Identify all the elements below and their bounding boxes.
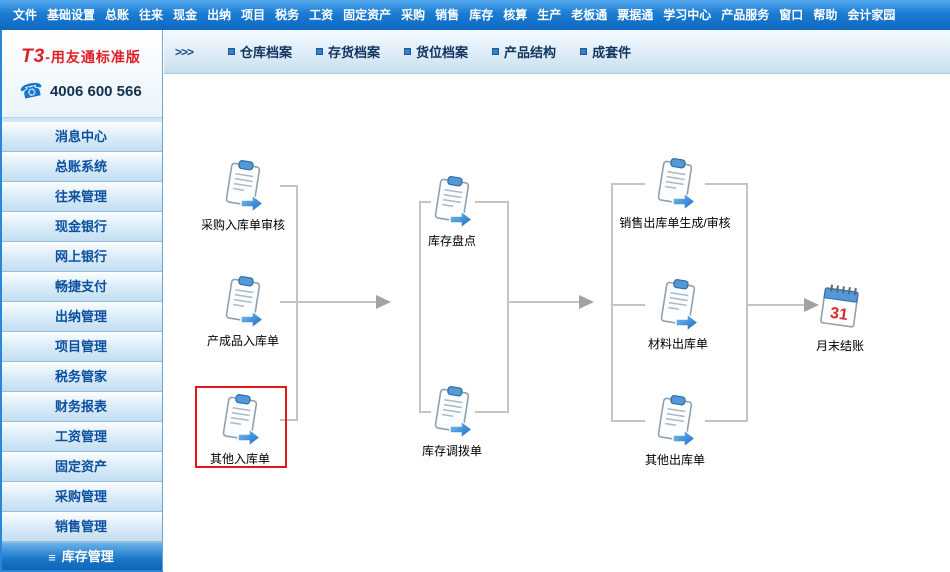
sidebar-item-online-banking[interactable]: 网上银行 <box>0 242 162 272</box>
toolbar-item-label: 成套件 <box>592 45 632 60</box>
menu-current-accounts[interactable]: 往来 <box>139 8 164 22</box>
phone-number: 4006 600 566 <box>49 83 142 100</box>
flow-node-month-end-closing[interactable]: 31 月末结账 <box>780 279 900 354</box>
flow-node-finished-goods-receipt[interactable]: 产成品入库单 <box>183 274 303 349</box>
flow-node-label: 销售出库单生成/审核 <box>619 216 731 230</box>
sidebar-item-fixed-assets[interactable]: 固定资产 <box>0 452 162 482</box>
clipboard-arrow-icon <box>424 174 480 230</box>
menu-payroll[interactable]: 工资 <box>309 8 334 22</box>
clipboard-arrow-icon <box>215 274 271 330</box>
flow-node-material-issue[interactable]: 材料出库单 <box>618 277 738 352</box>
flow-node-sales-delivery-audit[interactable]: 销售出库单生成/审核 <box>607 156 743 231</box>
clipboard-arrow-icon <box>212 392 268 448</box>
menu-product-service[interactable]: 产品服务 <box>721 8 770 22</box>
clipboard-arrow-icon <box>650 277 706 333</box>
flowchart-canvas: 采购入库单审核 产成品入库单 其他入库单 库存盘点 库存调拨单 销售出库单生成/… <box>163 74 950 572</box>
menubar: 文件 基础设置 总账 往来 现金 出纳 项目 税务 工资 固定资产 采购 销售 … <box>0 0 950 30</box>
clipboard-arrow-icon <box>215 158 271 214</box>
menu-tax[interactable]: 税务 <box>275 8 300 22</box>
menu-basic-settings[interactable]: 基础设置 <box>47 8 96 22</box>
menu-help[interactable]: 帮助 <box>813 8 838 22</box>
phone-icon: ☎ <box>18 78 46 105</box>
toolbar: >>> 仓库档案 存货档案 货位档案 产品结构 成套件 <box>164 30 950 74</box>
toolbar-item-warehouse-archive[interactable]: 仓库档案 <box>228 42 292 61</box>
menu-purchase[interactable]: 采购 <box>401 8 426 22</box>
toolbar-item-label: 货位档案 <box>416 45 469 60</box>
sidebar-item-inventory[interactable]: ≡ 库存管理 <box>0 542 162 572</box>
flow-node-purchase-receipt-audit[interactable]: 采购入库单审核 <box>183 158 303 233</box>
flow-node-transfer-order[interactable]: 库存调拨单 <box>392 384 512 459</box>
sidebar-item-message-center[interactable]: 消息中心 <box>0 122 162 152</box>
bullet-icon <box>228 48 235 55</box>
toolbar-item-kit[interactable]: 成套件 <box>580 42 631 61</box>
toolbar-item-label: 存货档案 <box>328 45 381 60</box>
flow-node-label: 月末结账 <box>815 339 864 353</box>
toolbar-item-product-structure[interactable]: 产品结构 <box>492 42 556 61</box>
clipboard-arrow-icon <box>647 393 703 449</box>
brand-prefix: T3 <box>21 46 46 67</box>
calendar-icon: 31 <box>820 284 859 328</box>
sidebar-item-cashier[interactable]: 出纳管理 <box>0 302 162 332</box>
bullet-icon <box>316 48 324 55</box>
sidebar-item-changjie-pay[interactable]: 畅捷支付 <box>0 272 162 302</box>
sidebar: T3-用友通标准版 ☎ 4006 600 566 消息中心 总账系统 往来管理 … <box>0 30 163 572</box>
sidebar-item-payroll[interactable]: 工资管理 <box>0 422 162 452</box>
brand-logo: T3-用友通标准版 <box>0 46 162 68</box>
menu-accounting-home[interactable]: 会计家园 <box>847 8 896 22</box>
sidebar-item-current-accounts[interactable]: 往来管理 <box>0 182 162 212</box>
menu-sales[interactable]: 销售 <box>435 8 460 22</box>
toolbar-item-label: 仓库档案 <box>240 45 293 60</box>
sidebar-item-general-ledger[interactable]: 总账系统 <box>0 152 162 182</box>
menu-learning-center[interactable]: 学习中心 <box>663 8 712 22</box>
calendar-day: 31 <box>829 305 849 324</box>
flow-connectors <box>280 183 819 422</box>
menu-inventory[interactable]: 库存 <box>469 8 494 22</box>
sidebar-menu: 消息中心 总账系统 往来管理 现金银行 网上银行 畅捷支付 出纳管理 项目管理 … <box>0 122 162 572</box>
menu-cashier[interactable]: 出纳 <box>207 8 232 22</box>
menu-fixed-assets[interactable]: 固定资产 <box>343 8 392 22</box>
sidebar-item-label: 库存管理 <box>61 549 114 564</box>
flow-node-other-receipt[interactable]: 其他入库单 <box>180 392 300 467</box>
sidebar-item-project[interactable]: 项目管理 <box>0 332 162 362</box>
toolbar-item-inventory-archive[interactable]: 存货档案 <box>316 42 380 61</box>
flow-node-label: 材料出库单 <box>647 337 708 351</box>
bullet-icon <box>580 48 588 55</box>
bullet-icon <box>404 48 412 55</box>
sidebar-item-sales[interactable]: 销售管理 <box>0 512 162 542</box>
bullet-icon <box>492 48 500 55</box>
window-bottom-border <box>0 570 163 572</box>
menu-cash[interactable]: 现金 <box>173 8 198 22</box>
flow-node-label: 库存调拨单 <box>421 444 482 458</box>
sidebar-item-tax[interactable]: 税务管家 <box>0 362 162 392</box>
sidebar-item-financial-reports[interactable]: 财务报表 <box>0 392 162 422</box>
flow-node-label: 其他入库单 <box>209 452 270 466</box>
sidebar-item-cash-bank[interactable]: 现金银行 <box>0 212 162 242</box>
menu-laobantong[interactable]: 老板通 <box>571 8 608 22</box>
support-phone: ☎ 4006 600 566 <box>0 78 162 105</box>
flow-node-label: 采购入库单审核 <box>200 218 285 232</box>
menu-file[interactable]: 文件 <box>13 8 38 22</box>
menu-accounting[interactable]: 核算 <box>503 8 528 22</box>
sidebar-item-purchase[interactable]: 采购管理 <box>0 482 162 512</box>
menu-production[interactable]: 生产 <box>537 8 562 22</box>
menu-project[interactable]: 项目 <box>241 8 266 22</box>
clipboard-arrow-icon <box>424 384 480 440</box>
flow-node-label: 库存盘点 <box>427 234 476 248</box>
menu-window[interactable]: 窗口 <box>779 8 804 22</box>
flow-node-label: 产成品入库单 <box>206 334 279 348</box>
flow-node-other-issue[interactable]: 其他出库单 <box>615 393 735 468</box>
toolbar-item-location-archive[interactable]: 货位档案 <box>404 42 468 61</box>
list-icon: ≡ <box>48 549 56 565</box>
brand-area: T3-用友通标准版 ☎ 4006 600 566 <box>0 30 162 118</box>
menu-general-ledger[interactable]: 总账 <box>105 8 130 22</box>
flow-node-stocktaking[interactable]: 库存盘点 <box>392 174 512 249</box>
flow-node-label: 其他出库单 <box>644 453 705 467</box>
menu-piaojutong[interactable]: 票据通 <box>617 8 654 22</box>
collapse-icon[interactable]: >>> <box>174 44 194 59</box>
brand-name: -用友通标准版 <box>45 49 141 65</box>
toolbar-item-label: 产品结构 <box>504 45 557 60</box>
window-left-border <box>0 30 2 572</box>
clipboard-arrow-icon <box>647 156 703 212</box>
